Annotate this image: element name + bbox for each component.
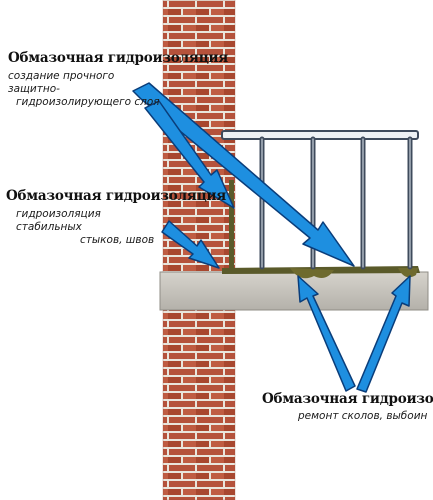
label-middle-line2: стыков, швов bbox=[80, 234, 155, 246]
concrete-slab bbox=[159, 271, 429, 311]
arrow-top-short bbox=[144, 100, 235, 209]
label-top: Обмазочная гидроизоляция создание прочно… bbox=[8, 50, 229, 109]
label-middle: Обмазочная гидроизоляция гидроизоляция с… bbox=[6, 188, 227, 247]
arrow-top-long bbox=[132, 82, 355, 267]
wall-coating bbox=[229, 180, 234, 272]
label-top-title: Обмазочная гидроизоляция bbox=[8, 50, 229, 66]
arrow-bottom-right bbox=[356, 275, 411, 393]
label-middle-line1: гидроизоляция стабильных bbox=[16, 208, 101, 233]
label-bottom-line1: ремонт сколов, выбоин bbox=[298, 410, 428, 422]
arrow-middle bbox=[161, 220, 220, 269]
label-top-line2: гидроизолирующего слоя bbox=[16, 96, 160, 108]
label-top-line1: создание прочного защитно- bbox=[8, 70, 115, 95]
arrow-bottom-left bbox=[297, 275, 356, 392]
label-bottom: Обмазочная гидроизоляция ремонт сколов, … bbox=[262, 391, 433, 423]
label-bottom-title: Обмазочная гидроизоляция bbox=[262, 391, 433, 407]
label-middle-title: Обмазочная гидроизоляция bbox=[6, 188, 227, 204]
